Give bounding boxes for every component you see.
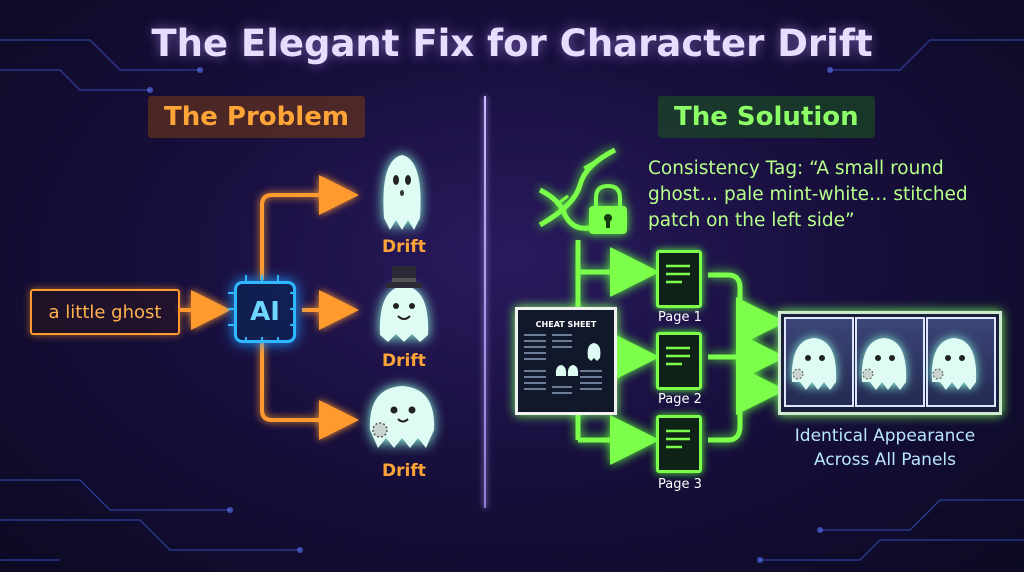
drift-label-1: Drift (382, 237, 426, 257)
document-icon (656, 250, 702, 308)
ghost-icon (379, 286, 429, 342)
prompt-box: a little ghost (30, 289, 180, 335)
document-icon (656, 332, 702, 390)
top-hat-icon (386, 266, 422, 288)
consistency-tag-line-2: ghost… pale mint-white… stitched (648, 184, 968, 205)
page-label-2: Page 2 (658, 392, 702, 407)
result-caption-line-1: Identical Appearance (794, 426, 976, 446)
page-title: The Elegant Fix for Character Drift (151, 22, 873, 65)
consistency-tag-line-3: patch on the left side” (648, 210, 855, 231)
consistency-tag-line-1: Consistency Tag: “A small round (648, 158, 944, 179)
ghost-icon (791, 338, 837, 390)
result-caption: Identical Appearance Across All Panels (780, 424, 990, 472)
cheat-sheet-content (524, 334, 602, 394)
drift-arrow-top (260, 175, 359, 280)
dna-icon (538, 147, 617, 231)
consistency-tag: Consistency Tag: “A small round ghost… p… (648, 156, 978, 234)
page-1-to-panels-arrow (708, 272, 786, 347)
section-divider (484, 96, 486, 508)
page-3-to-panels-arrow (708, 365, 786, 443)
cheat-sheet: CHEAT SHEET (515, 307, 617, 415)
page-label-3: Page 3 (658, 477, 702, 492)
solution-header: The Solution (658, 96, 875, 138)
drift-label-3: Drift (382, 461, 426, 481)
stitched-patch-icon (372, 422, 388, 438)
page-label-1: Page 1 (658, 310, 702, 325)
cheat-sheet-title: CHEAT SHEET (535, 320, 597, 329)
drift-arrow-bottom (260, 340, 359, 440)
ghost-icon (861, 338, 907, 390)
ghost-icon (931, 338, 977, 390)
problem-header: The Problem (148, 96, 365, 138)
ghost-icon (383, 155, 421, 230)
cpu-chip-icon: AI (234, 281, 296, 343)
document-icon (656, 415, 702, 473)
drift-label-2: Drift (382, 351, 426, 371)
result-caption-line-2: Across All Panels (813, 450, 956, 470)
padlock-icon (589, 183, 627, 234)
ai-chip-label: AI (250, 297, 280, 327)
